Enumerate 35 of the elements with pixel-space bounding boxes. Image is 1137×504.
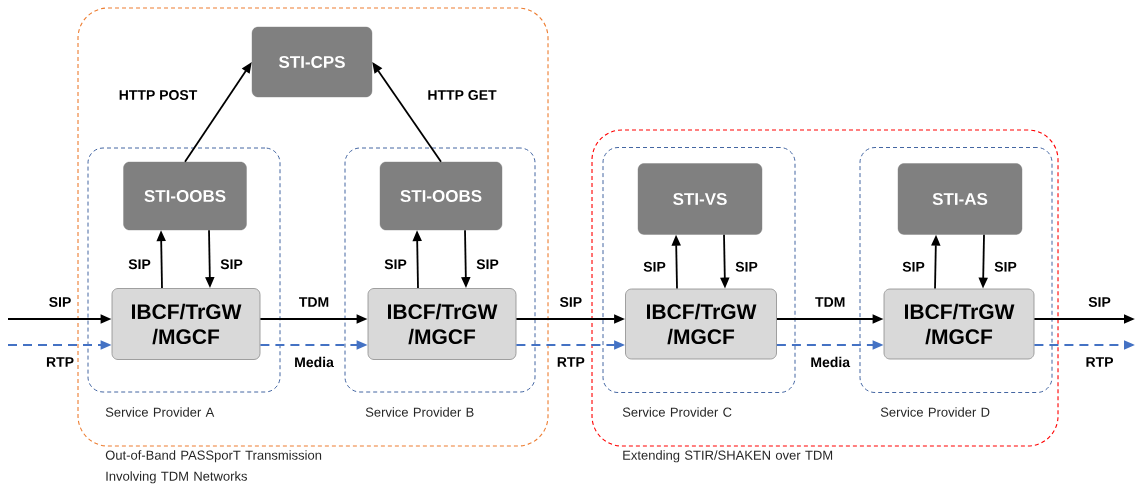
server-box: STI-VS <box>637 163 763 235</box>
edge-label: SIP <box>127 258 152 271</box>
server-box: STI-OOBS <box>379 161 503 231</box>
server-box: STI-OOBS <box>123 161 247 231</box>
server-box: STI-AS <box>897 163 1023 235</box>
edge-label: RTP <box>1084 356 1115 368</box>
node-label: Service Provider A <box>105 407 215 417</box>
gateway-box: IBCF/TrGW /MGCF <box>111 288 261 360</box>
edge-label: SIP <box>558 296 584 308</box>
edge-label: SIP <box>219 258 244 271</box>
edge-label: SIP <box>901 260 926 273</box>
edge-label: SIP <box>383 258 408 271</box>
server-box: STI-CPS <box>251 26 373 98</box>
node-label: Extending STIR/SHAKEN over TDM <box>623 450 833 463</box>
edge-label: HTTP GET <box>426 89 498 101</box>
edge-label: SIP <box>47 296 73 308</box>
edge-label: SIP <box>1087 296 1112 308</box>
edge-label: SIP <box>642 260 667 273</box>
gateway-box: IBCF/TrGW /MGCF <box>883 288 1035 360</box>
edge-label: SIP <box>734 260 759 273</box>
edge-label: TDM <box>814 296 847 308</box>
gateway-box: IBCF/TrGW /MGCF <box>367 288 517 360</box>
node-label: Service Provider B <box>365 407 474 417</box>
edge-label: Media <box>809 355 852 369</box>
edge-label: SIP <box>475 258 500 271</box>
edge-label: Media <box>293 355 335 369</box>
edge-label: RTP <box>555 356 586 368</box>
edge-label: TDM <box>297 296 331 308</box>
node-label: Service Provider C <box>622 407 732 417</box>
edge-label: RTP <box>45 356 75 368</box>
edge-label: HTTP POST <box>117 89 199 101</box>
edge-label: SIP <box>993 260 1018 273</box>
gateway-box: IBCF/TrGW /MGCF <box>625 288 777 360</box>
node-label: Service Provider D <box>880 407 990 417</box>
node-label: Out-of-Band PASSporT Transmission Involving TDM Networks <box>105 450 322 484</box>
